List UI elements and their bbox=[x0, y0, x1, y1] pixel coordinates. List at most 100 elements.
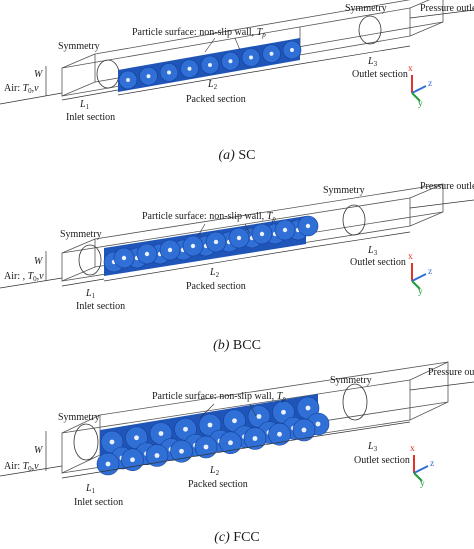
axis-z-label: z bbox=[428, 79, 433, 89]
outlet-ellipse bbox=[358, 15, 382, 45]
particle-highlight bbox=[187, 66, 192, 71]
particle-highlight bbox=[282, 227, 288, 233]
particle-highlight bbox=[232, 418, 237, 424]
width-label: W bbox=[34, 69, 43, 80]
symmetry-label-right: Symmetry bbox=[330, 375, 372, 386]
particles-fcc bbox=[96, 396, 330, 476]
particle-highlight bbox=[236, 235, 242, 241]
particle-highlight bbox=[190, 243, 196, 249]
panel-fcc: Symmetry Symmetry Particle surface: non-… bbox=[0, 358, 474, 549]
caption-sc: (a) SC bbox=[218, 148, 256, 163]
panel-sc: Symmetry Symmetry Particle surface: non-… bbox=[0, 0, 474, 170]
width-label: W bbox=[34, 256, 43, 267]
axis-z-label: z bbox=[430, 459, 435, 469]
particle-highlight bbox=[130, 457, 135, 463]
particle-highlight bbox=[167, 70, 171, 75]
axis-y-label: y bbox=[420, 479, 425, 489]
particle-surface-label: Particle surface: non-slip wall, Tp bbox=[152, 391, 286, 403]
particle-highlight bbox=[105, 461, 111, 467]
particle-highlight bbox=[167, 247, 173, 253]
particle-highlight bbox=[208, 63, 212, 67]
air-inlet-label: Air: T0,v bbox=[4, 83, 39, 95]
particle-highlight bbox=[121, 255, 127, 261]
inlet-section-label: Inlet section bbox=[74, 497, 124, 508]
inlet-section-label: Inlet section bbox=[76, 301, 126, 312]
inlet-ellipse bbox=[96, 59, 120, 89]
particle-highlight bbox=[269, 51, 274, 56]
particle-highlight bbox=[305, 223, 311, 229]
axis-x-label: x bbox=[408, 64, 413, 74]
particle-highlight bbox=[126, 78, 130, 82]
l1-label: L1 bbox=[80, 99, 90, 111]
symmetry-label-left: Symmetry bbox=[58, 412, 100, 423]
axis-y-label: y bbox=[418, 287, 423, 297]
panel-bcc: Symmetry Symmetry Particle surface: non-… bbox=[0, 178, 474, 348]
symmetry-label-left: Symmetry bbox=[58, 41, 100, 52]
particle-highlight bbox=[228, 59, 233, 64]
outlet-ellipse bbox=[342, 204, 366, 236]
particle-highlight bbox=[144, 251, 150, 257]
l3-label: L3 bbox=[368, 56, 378, 68]
l2-label: L2 bbox=[208, 79, 218, 91]
particle-highlight bbox=[146, 74, 151, 79]
packed-section-label: Packed section bbox=[186, 281, 246, 292]
geometry-fcc bbox=[0, 361, 474, 482]
inlet-ellipse bbox=[78, 244, 102, 276]
air-inlet-label: Air: , T0,v bbox=[4, 271, 44, 283]
geometry-sc bbox=[0, 0, 474, 105]
particle-highlight bbox=[281, 409, 286, 415]
inlet-section-label: Inlet section bbox=[66, 112, 116, 123]
symmetry-label-right: Symmetry bbox=[345, 3, 387, 14]
particle-highlight bbox=[109, 439, 115, 445]
particle-highlight bbox=[154, 453, 160, 458]
particle-highlight bbox=[134, 435, 139, 441]
geometry-bcc bbox=[0, 183, 474, 290]
inlet-ellipse bbox=[73, 423, 99, 461]
particle-highlight bbox=[305, 405, 311, 411]
caption-bcc: (b) BCC bbox=[213, 338, 261, 353]
particle-surface-label: Particle surface: non-slip wall, Tp bbox=[132, 27, 266, 39]
l2-label: L2 bbox=[210, 465, 220, 477]
pressure-outlet-label: Pressure outlet bbox=[420, 181, 474, 192]
caption-fcc: (c) FCC bbox=[214, 530, 260, 545]
particle-highlight bbox=[252, 436, 258, 441]
axis-x-label: x bbox=[410, 444, 415, 454]
particle-highlight bbox=[301, 427, 307, 433]
l1-label: L1 bbox=[86, 483, 96, 495]
axis-z-label: z bbox=[428, 267, 433, 277]
axis-y-label: y bbox=[418, 99, 423, 109]
l3-label: L3 bbox=[368, 441, 378, 453]
particles-sc bbox=[118, 40, 302, 90]
packed-section-label: Packed section bbox=[188, 479, 248, 490]
l1-label: L1 bbox=[86, 288, 96, 300]
axis-x-label: x bbox=[408, 252, 413, 262]
outlet-section-label: Outlet section bbox=[350, 257, 406, 268]
pressure-outlet-label: Pressure outlet bbox=[420, 3, 474, 14]
particle-highlight bbox=[290, 48, 294, 52]
axes-triad-sc bbox=[411, 75, 427, 102]
air-inlet-label: Air: T0,v bbox=[4, 461, 39, 473]
particle-highlight bbox=[179, 448, 184, 454]
width-label: W bbox=[34, 445, 43, 456]
symmetry-label-left: Symmetry bbox=[60, 229, 102, 240]
particle-highlight bbox=[183, 426, 188, 432]
particle-highlight bbox=[259, 231, 265, 237]
pressure-outlet-label: Pressure outlet bbox=[428, 367, 474, 378]
particles-bcc bbox=[103, 215, 319, 273]
packed-section-label: Packed section bbox=[186, 94, 246, 105]
particle-highlight bbox=[315, 421, 321, 427]
outlet-section-label: Outlet section bbox=[354, 455, 410, 466]
particle-highlight bbox=[256, 414, 262, 419]
particle-highlight bbox=[249, 55, 253, 60]
l3-label: L3 bbox=[368, 245, 378, 257]
particle-highlight bbox=[228, 440, 233, 446]
outlet-section-label: Outlet section bbox=[352, 69, 408, 80]
particle-highlight bbox=[277, 431, 282, 437]
axes-triad-fcc bbox=[413, 455, 429, 482]
symmetry-label-right: Symmetry bbox=[323, 185, 365, 196]
particle-highlight bbox=[203, 444, 209, 450]
l2-label: L2 bbox=[210, 267, 220, 279]
particle-highlight bbox=[158, 431, 164, 436]
axes-triad-bcc bbox=[411, 263, 427, 290]
particle-highlight bbox=[213, 239, 219, 245]
